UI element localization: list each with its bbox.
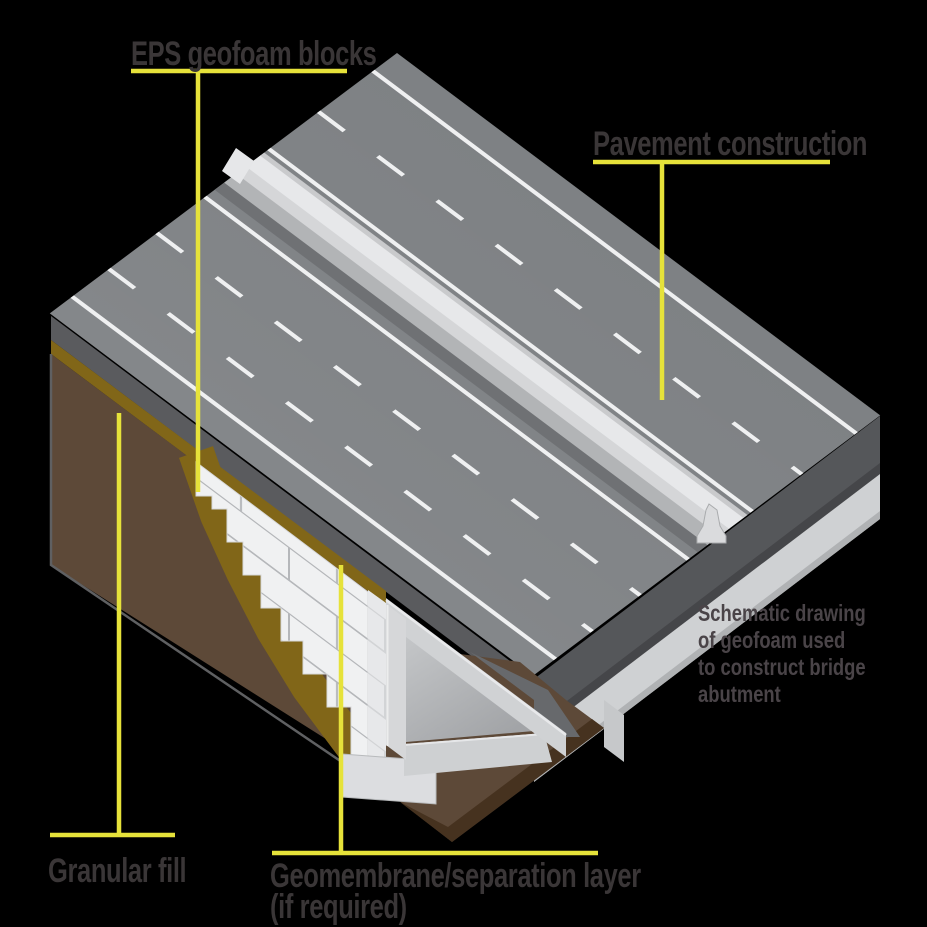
eps-leader bbox=[131, 68, 347, 492]
barrier-top-face bbox=[236, 165, 730, 537]
caption-line-3: to construct bridge bbox=[698, 654, 866, 680]
caption-line-1: Schematic drawing bbox=[698, 600, 866, 626]
road-slab-southeast-face-bottom-strip bbox=[534, 463, 880, 737]
barrier-light-face bbox=[245, 155, 745, 529]
label-geomembrane: Geomembrane/separation layer (if require… bbox=[270, 857, 641, 926]
label-pavement-construction: Pavement construction bbox=[593, 125, 868, 163]
caption-line-4: abutment bbox=[698, 681, 781, 707]
label-granular-fill: Granular fill bbox=[48, 852, 187, 890]
geomembrane-leader bbox=[272, 565, 598, 856]
label-eps-geofoam-blocks: EPS geofoam blocks bbox=[131, 35, 377, 73]
deck-end-face bbox=[604, 700, 624, 762]
bridge-abutment bbox=[341, 598, 567, 805]
lane-markings bbox=[70, 69, 858, 661]
soil-edge-outline bbox=[49, 354, 399, 802]
dashed-lane-line-1 bbox=[316, 110, 804, 476]
barrier-base-lip bbox=[260, 152, 748, 519]
abutment-sloped-beam bbox=[386, 598, 566, 757]
abutment-base-beam-highlight bbox=[403, 733, 545, 746]
geomembrane-slope-layer bbox=[179, 446, 399, 798]
label-geomembrane-line2: (if required) bbox=[270, 888, 407, 926]
caption-line-2: of geofoam used bbox=[698, 627, 846, 653]
edge-line-lower bbox=[70, 295, 558, 661]
geofoam-blocks-end-face-lines bbox=[368, 590, 386, 768]
median-line-upper bbox=[267, 147, 754, 513]
barrier-start-cap bbox=[222, 148, 254, 184]
abutment-sloped-beam-highlight bbox=[385, 599, 567, 736]
abutment-vertical-beam bbox=[386, 604, 406, 760]
eps-geofoam-block-wall bbox=[195, 460, 386, 768]
median-barrier bbox=[214, 152, 748, 553]
granular-leader bbox=[50, 413, 175, 838]
pavement-leader bbox=[593, 159, 830, 400]
label-geomembrane-line1: Geomembrane/separation layer bbox=[270, 857, 641, 895]
bridge-deck-edge bbox=[534, 474, 880, 782]
barrier-end-profile bbox=[696, 503, 727, 544]
dashed-lane-line-2 bbox=[155, 231, 642, 597]
barrier-shade-face bbox=[224, 173, 721, 546]
caption-schematic-note: Schematic drawing of geofoam used to con… bbox=[698, 600, 866, 708]
deck-underside-shadow bbox=[470, 652, 580, 737]
dashed-lane-line-3 bbox=[107, 267, 594, 633]
median-line-lower bbox=[203, 195, 690, 561]
geofoam-blocks-front-face bbox=[195, 460, 369, 759]
barrier-shadow bbox=[214, 182, 708, 553]
leader-lines bbox=[50, 68, 830, 856]
road-slab-southeast-face bbox=[534, 416, 880, 737]
abutment-base-beam bbox=[404, 733, 552, 776]
asphalt-layer-edge bbox=[51, 316, 534, 703]
road-surface bbox=[49, 53, 881, 676]
edge-line-upper bbox=[371, 69, 858, 435]
foundation-soil-dark-strip bbox=[400, 719, 604, 842]
